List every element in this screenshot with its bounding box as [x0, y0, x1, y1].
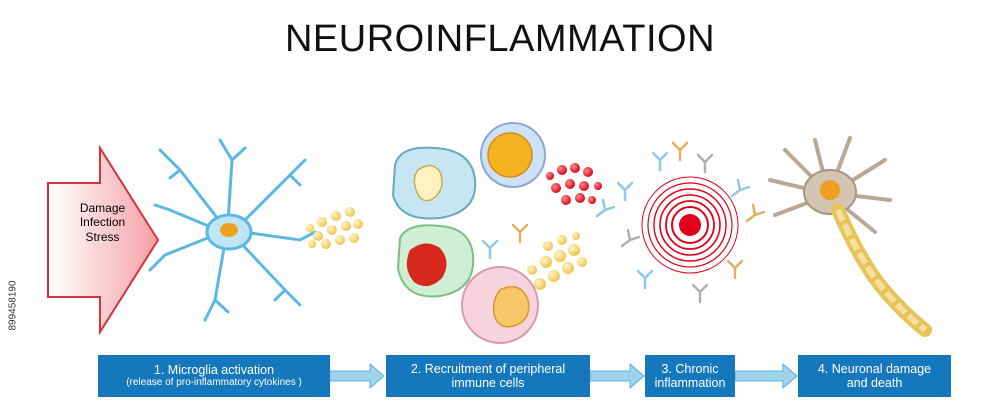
inflammation-target	[641, 176, 739, 274]
microglia-cell	[148, 138, 317, 322]
step-chronic-inflammation: 3. Chronic inflammation	[645, 355, 735, 397]
step-arrows	[329, 362, 798, 390]
trigger-line-stress: Stress	[85, 229, 120, 244]
step-2-title: 2. Recruitment of peripheral	[410, 361, 566, 376]
step-3-subtitle: inflammation	[654, 376, 726, 390]
step-4-title: 4. Neuronal damage	[817, 361, 932, 376]
yellow-cytokine-cluster	[527, 232, 587, 290]
step-3-title: 3. Chronic	[661, 361, 719, 376]
trigger-arrow	[47, 144, 160, 336]
antibody-cluster	[481, 141, 766, 304]
step-1-title: 1. Microglia activation	[153, 363, 275, 378]
red-cytokine-cluster	[546, 163, 602, 205]
step-2-subtitle: immune cells	[451, 376, 525, 390]
immune-cell-lymphocyte	[480, 122, 546, 188]
immune-cell-neutrophil	[396, 224, 475, 298]
trigger-line-damage: Damage	[79, 201, 126, 215]
step-1-subtitle: (release of pro-inflammatory cytokines )	[126, 377, 302, 389]
cytokine-cluster	[306, 207, 363, 249]
trigger-label: Damage Infection Stress	[70, 201, 135, 244]
immune-cell-monocyte	[391, 146, 477, 220]
immune-cell-mast-cell	[461, 266, 539, 344]
step-4-subtitle: and death	[846, 376, 903, 390]
step-recruitment: 2. Recruitment of peripheral immune cell…	[386, 355, 590, 397]
damaged-neuron	[768, 136, 932, 337]
page-title: NEUROINFLAMMATION	[284, 18, 716, 60]
step-neuronal-damage: 4. Neuronal damage and death	[798, 355, 951, 397]
step-microglia-activation: 1. Microglia activation (release of pro-…	[98, 355, 330, 397]
trigger-line-infection: Infection	[79, 215, 126, 230]
